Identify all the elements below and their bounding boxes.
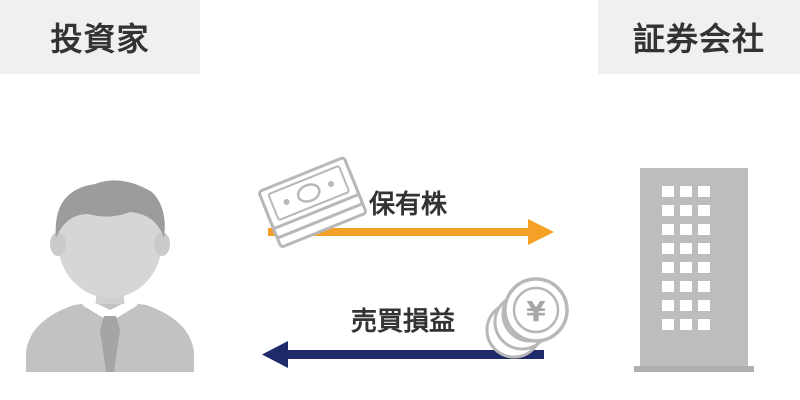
building-window: [662, 224, 674, 235]
building-window: [698, 300, 710, 311]
building-window: [698, 224, 710, 235]
building-window: [680, 300, 692, 311]
building-window: [662, 281, 674, 292]
building-window: [662, 205, 674, 216]
building-window: [680, 319, 692, 330]
building-window: [680, 281, 692, 292]
building-window: [662, 243, 674, 254]
building-window: [698, 281, 710, 292]
building-window: [698, 186, 710, 197]
arrow-to-broker: [268, 219, 554, 245]
flow-label-to-broker: 保有株: [369, 190, 448, 220]
building-window: [698, 262, 710, 273]
investor-label: 投資家: [0, 0, 200, 74]
broker-label: 証券会社: [598, 0, 800, 74]
building-window: [662, 319, 674, 330]
arrow-to-investor: [262, 341, 544, 368]
person-icon: [26, 180, 194, 372]
building-window: [680, 224, 692, 235]
building-window: [680, 262, 692, 273]
building-window: [662, 262, 674, 273]
building-window: [680, 186, 692, 197]
building-window: [662, 186, 674, 197]
flow-label-to-investor: 売買損益: [351, 307, 456, 337]
building-window: [698, 319, 710, 330]
building-window: [662, 300, 674, 311]
building-window: [698, 243, 710, 254]
building-window: [680, 243, 692, 254]
banknotes-icon: [258, 156, 367, 248]
office-building-icon: [634, 168, 754, 372]
building-window: [680, 205, 692, 216]
yen-symbol: ¥: [526, 295, 546, 328]
building-window: [698, 205, 710, 216]
yen-coins-icon: ¥: [485, 277, 569, 359]
